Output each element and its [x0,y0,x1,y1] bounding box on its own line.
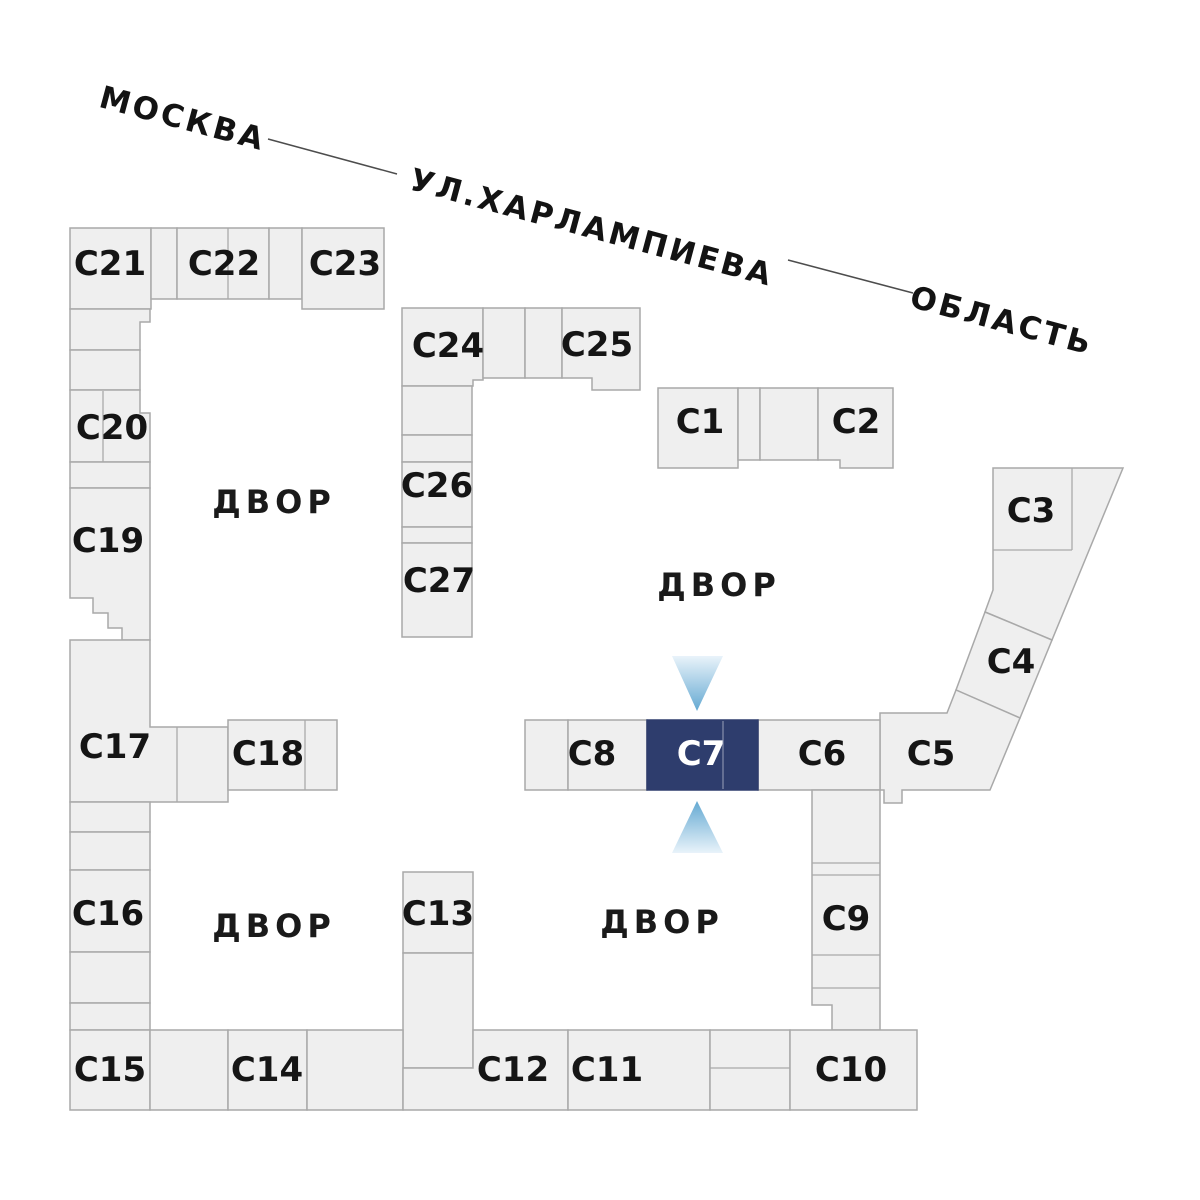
building-c24-label: С24 [412,326,484,366]
building-c23-shape[interactable] [301,227,385,310]
block-center-north [401,307,641,638]
building-c27-label: С27 [403,561,475,601]
building-c14-shape[interactable] [227,1029,308,1111]
block-south-row [69,1029,918,1111]
building-segment [69,1002,151,1031]
building-c6-label: С6 [798,734,847,774]
building-segment [69,349,141,391]
block-c13 [402,871,474,1069]
building-c15-shape[interactable] [69,1029,151,1111]
street-line-right [787,259,914,294]
block-c1-c2 [657,387,894,469]
street-line-left [267,138,398,175]
building-segment [306,1029,404,1111]
building-c6-shape[interactable] [757,719,881,791]
building-c26-label: С26 [401,466,473,506]
arrow-up-icon [672,801,723,853]
building-segment [737,387,761,461]
building-c8-shape[interactable] [567,719,648,791]
building-c5-label: С5 [907,734,956,774]
courtyard-label-bottom-center: ДВОР [600,903,724,941]
building-segment [524,719,569,791]
building-c4-label: С4 [987,642,1036,682]
block-east-wing [879,467,1125,804]
building-c1-label: С1 [676,402,725,442]
building-c27-shape[interactable] [401,542,473,638]
building-c25-label: С25 [561,325,633,365]
building-segment [709,1029,791,1111]
building-segment [268,227,303,300]
building-segment [401,385,473,436]
building-c13-label: С13 [402,894,474,934]
street-region-label: ОБЛАСТЬ [906,279,1097,362]
building-segment [69,801,151,833]
block-central-row [524,719,881,1031]
street-city-label: МОСКВА [96,79,270,158]
building-c11-label: С11 [571,1050,643,1090]
courtyard-label-bottom-left: ДВОР [212,907,336,945]
building-segment [69,461,151,489]
building-c18-label: С18 [232,734,304,774]
building-c14-label: С14 [231,1050,303,1090]
building-c16-shape[interactable] [69,869,151,953]
building-segment [69,951,151,1004]
building-c22-label: С22 [188,244,260,284]
building-segment [150,227,178,300]
block-northwest [69,227,385,310]
building-c18-shape[interactable] [227,719,338,791]
building-c20-label: С20 [76,408,148,448]
arrow-down-icon [672,656,723,711]
building-c23-label: С23 [309,244,381,284]
selection-indicator [672,656,723,853]
building-c21-shape[interactable] [69,227,152,310]
building-c8-label: С8 [568,734,617,774]
building-c2-shape[interactable] [817,387,894,469]
building-c21-label: С21 [74,244,146,284]
building-segment [759,387,819,461]
building-c7-shape-selected[interactable] [646,719,759,791]
building-c16-label: С16 [72,894,144,934]
building-c3-label: С3 [1007,491,1056,531]
building-segment [524,307,563,379]
building-c19-shape[interactable] [69,487,151,641]
building-segment [69,831,151,871]
building-segment [149,1029,229,1111]
building-segment [482,307,526,379]
courtyard-label-top-left: ДВОР [212,483,336,521]
block-west-column [69,308,338,1031]
building-c13-shape[interactable] [402,871,474,954]
street-name-label: УЛ.ХАРЛАМПИЕВА [406,162,778,294]
building-c10-shape[interactable] [789,1029,918,1111]
building-c25-shape[interactable] [561,307,641,391]
building-c11-shape[interactable] [567,1029,711,1111]
building-c10-label: С10 [815,1050,887,1090]
building-segment [401,526,473,544]
courtyard-label-center: ДВОР [657,566,781,604]
building-segment [69,308,151,351]
building-c17-shape[interactable] [69,639,229,803]
building-c15-label: С15 [74,1050,146,1090]
building-c17-label: С17 [79,727,151,767]
building-c5-shape[interactable] [879,689,1021,804]
building-c2-label: С2 [832,402,881,442]
building-segment [402,952,474,1069]
building-c19-label: С19 [72,521,144,561]
building-c12-label: С12 [477,1050,549,1090]
building-c9-label: С9 [822,899,871,939]
building-segment [401,434,473,463]
building-c7-label: С7 [677,734,726,774]
